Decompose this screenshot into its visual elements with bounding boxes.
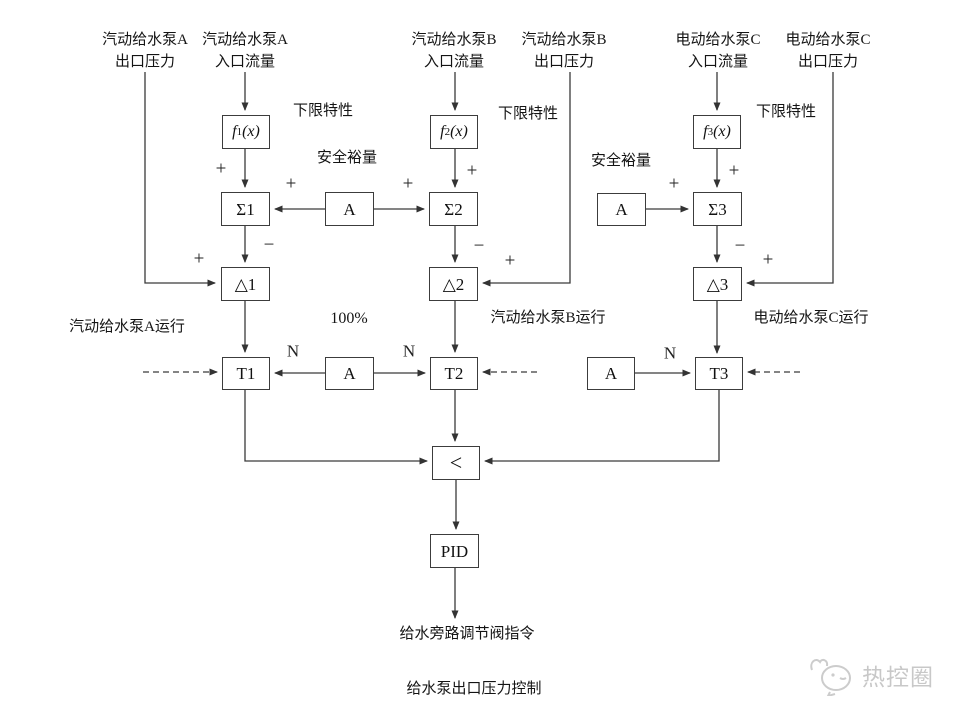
header-pump-a-inlet-flow: 汽动给水泵A 入口流量 — [202, 30, 288, 74]
header-line: 入口流量 — [214, 53, 275, 70]
header-line: 出口压力 — [114, 53, 175, 70]
f1-symbol: f — [232, 123, 237, 140]
wire-c-outlet-to-delta3 — [746, 72, 834, 287]
t3-label: T3 — [709, 364, 729, 383]
label-pump-b-running: 汽动给水泵B运行 — [490, 310, 606, 326]
plus-sign: + — [504, 250, 516, 272]
minus-sign: − — [263, 234, 275, 256]
f1-arg: (x) — [242, 123, 260, 140]
minus-sign: − — [473, 235, 485, 257]
a-label: A — [615, 200, 628, 219]
n-label: N — [663, 343, 677, 363]
block-sum3: Σ3 — [693, 192, 742, 226]
block-sum1: Σ1 — [221, 192, 270, 226]
sum2-label: Σ2 — [444, 199, 463, 219]
sum3-label: Σ3 — [708, 199, 727, 219]
plus-sign: + — [762, 249, 774, 271]
label-safety-margin-ab: 安全裕量 — [316, 150, 378, 166]
watermark-logo-icon — [810, 658, 851, 696]
t1-label: T1 — [236, 364, 256, 383]
wire-a-outlet-to-delta1 — [144, 72, 216, 287]
n-label: N — [402, 341, 416, 361]
plus-sign: + — [402, 173, 414, 195]
minus-sign: − — [734, 235, 746, 257]
plus-sign: + — [193, 248, 205, 270]
wire-t3-to-min — [484, 390, 720, 465]
label-lower-limit-b: 下限特性 — [497, 106, 559, 122]
block-t2: T2 — [430, 357, 478, 390]
header-line: 出口压力 — [533, 53, 595, 70]
label-output-command: 给水旁路调节阀指令 — [399, 626, 535, 642]
header-line: 汽动给水泵A — [202, 32, 288, 48]
block-a-track-ab: A — [325, 357, 374, 390]
wire-t1-to-min — [244, 390, 428, 465]
f2-symbol: f — [440, 123, 445, 140]
block-delta2: △2 — [429, 267, 478, 301]
block-delta3: △3 — [693, 267, 742, 301]
plus-sign: + — [728, 160, 740, 182]
watermark-text: 热控圈 — [862, 665, 934, 690]
header-pump-a-outlet-pressure: 汽动给水泵A 出口压力 — [102, 30, 188, 74]
block-t3: T3 — [695, 357, 743, 390]
delta1-label: △1 — [234, 274, 257, 294]
block-pid: PID — [430, 534, 479, 568]
header-line: 汽动给水泵A — [102, 32, 188, 48]
header-pump-c-inlet-flow: 电动给水泵C 入口流量 — [675, 30, 760, 74]
header-line: 入口流量 — [687, 53, 749, 70]
t2-label: T2 — [444, 364, 464, 383]
block-delta1: △1 — [221, 267, 270, 301]
label-pump-c-running: 电动给水泵C运行 — [753, 310, 869, 326]
header-line: 汽动给水泵B — [411, 32, 497, 48]
plus-sign: + — [215, 158, 227, 180]
delta3-label: △3 — [706, 274, 729, 294]
f1-subscript: 1 — [236, 125, 243, 138]
f2-subscript: 2 — [444, 125, 451, 138]
min-label: < — [449, 450, 463, 475]
a-label: A — [604, 364, 618, 383]
label-diagram-title: 给水泵出口压力控制 — [406, 681, 542, 697]
block-a-track-c: A — [587, 357, 635, 390]
header-line: 出口压力 — [797, 53, 859, 70]
label-pump-a-running: 汽动给水泵A运行 — [69, 319, 185, 335]
header-line: 入口流量 — [423, 53, 485, 70]
a-label: A — [343, 199, 356, 219]
block-min-selector: < — [432, 446, 480, 480]
header-pump-b-outlet-pressure: 汽动给水泵B 出口压力 — [521, 30, 606, 74]
header-line: 电动给水泵C — [785, 32, 871, 48]
f3-arg: (x) — [713, 123, 731, 140]
delta2-label: △2 — [442, 274, 465, 294]
header-line: 汽动给水泵B — [521, 32, 607, 48]
f3-symbol: f — [703, 123, 708, 140]
sum1-label: Σ1 — [236, 199, 255, 219]
wire-b-outlet-to-delta2 — [482, 72, 571, 287]
label-lower-limit-a: 下限特性 — [292, 103, 354, 119]
header-pump-b-inlet-flow: 汽动给水泵B 入口流量 — [411, 30, 496, 74]
n-label: N — [286, 341, 300, 361]
f3-subscript: 3 — [707, 125, 714, 138]
pid-label: PID — [440, 541, 469, 561]
a-label: A — [343, 364, 356, 383]
label-100-percent: 100% — [330, 310, 368, 327]
header-pump-c-outlet-pressure: 电动给水泵C 出口压力 — [785, 30, 870, 74]
label-lower-limit-c: 下限特性 — [755, 104, 817, 120]
plus-sign: + — [285, 173, 297, 195]
block-a-safety-ab: A — [325, 192, 374, 226]
f2-arg: (x) — [450, 123, 468, 140]
plus-sign: + — [668, 173, 680, 195]
block-t1: T1 — [222, 357, 270, 390]
plus-sign: + — [466, 160, 478, 182]
label-safety-margin-c: 安全裕量 — [590, 153, 652, 169]
block-a-safety-c: A — [597, 193, 646, 226]
header-line: 电动给水泵C — [675, 32, 761, 48]
block-sum2: Σ2 — [429, 192, 478, 226]
watermark: 热控圈 — [806, 654, 934, 696]
